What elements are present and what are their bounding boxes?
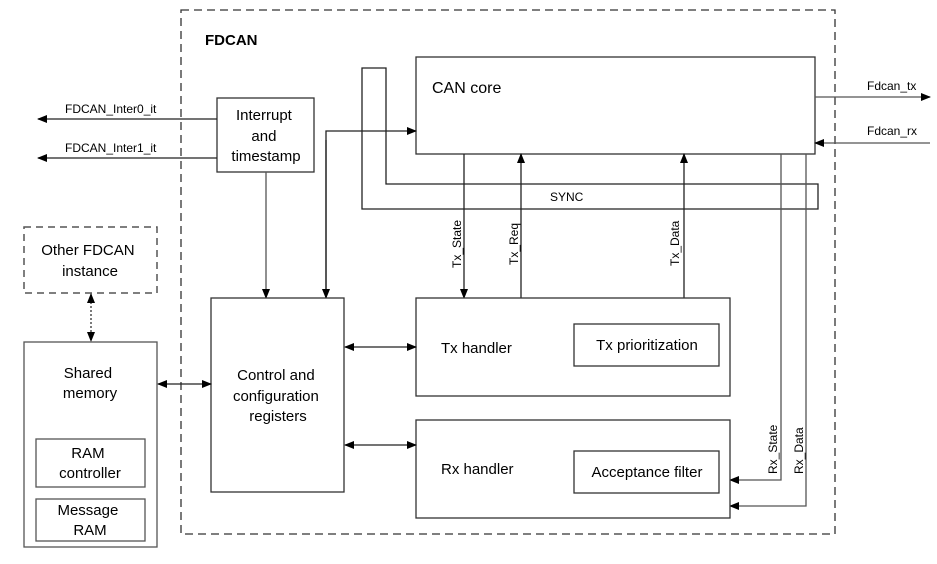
inter0-label: FDCAN_Inter0_it: [65, 102, 157, 116]
tx-data-label: Tx_Data: [668, 220, 682, 266]
message-ram-block: [35, 498, 146, 542]
tx-prioritization-label: Tx prioritization: [596, 337, 698, 354]
control-registers-block: [210, 297, 345, 493]
can-core-label: CAN core: [432, 80, 501, 97]
acceptance-filter-label: Acceptance filter: [592, 464, 703, 481]
tx-req-label: Tx_Req: [507, 223, 521, 265]
tx-prioritization-block: [573, 323, 720, 367]
rx-state-arrow: [729, 154, 782, 484]
other-fdcan-instance-label: Other FDCAN instance: [41, 242, 139, 280]
sync-label: SYNC: [550, 190, 584, 204]
rx-state-label: Rx_State: [766, 424, 780, 474]
tx-state-label: Tx_State: [450, 220, 464, 268]
control-to-can-core-arrow: [325, 127, 417, 298]
tx-handler-label: Tx handler: [441, 340, 512, 357]
can-core-block: [415, 56, 816, 155]
ram-controller-label: RAM controller: [59, 445, 121, 482]
fdcan-rx-label: Fdcan_rx: [867, 124, 917, 138]
rx-handler-label: Rx handler: [441, 461, 514, 478]
inter1-label: FDCAN_Inter1_it: [65, 141, 157, 155]
rx-data-label: Rx_Data: [792, 427, 806, 474]
fdcan-title: FDCAN: [205, 32, 258, 49]
message-ram-label: Message RAM: [57, 502, 122, 539]
fdcan-boundary: [180, 9, 836, 535]
interrupt-label: Interrupt and timestamp: [231, 107, 300, 165]
interrupt-timestamp-block: [216, 97, 315, 173]
shared-memory-label: Shared memory: [63, 365, 118, 402]
sync-bus-outer: [361, 67, 819, 210]
fdcan-tx-label: Fdcan_tx: [867, 79, 916, 93]
other-fdcan-instance-block: [23, 226, 158, 294]
ram-controller-block: [35, 438, 146, 488]
rx-data-arrow: [729, 154, 807, 510]
control-registers-label: Control and configuration registers: [233, 367, 323, 425]
acceptance-filter-block: [573, 450, 720, 494]
